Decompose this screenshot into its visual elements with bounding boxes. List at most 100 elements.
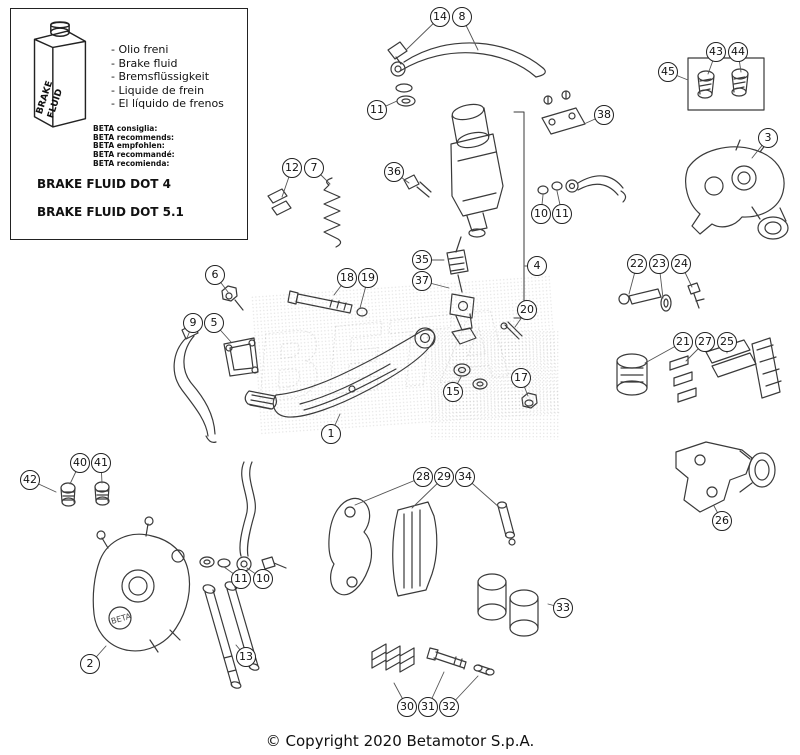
callout-37: 37 <box>412 271 432 291</box>
callout-27: 27 <box>695 332 715 352</box>
callout-4: 4 <box>527 256 547 276</box>
beta-watermark: BETA <box>249 290 520 425</box>
beta-recommendation: BETA recomienda: <box>93 158 170 168</box>
brake-fluid-info-box: BRAKE FLUID - Olio freni- Brake fluid- B… <box>10 8 248 240</box>
callout-2: 2 <box>80 654 100 674</box>
bracket-28 <box>328 497 373 596</box>
callout-25: 25 <box>717 332 737 352</box>
rear-caliper-3 <box>685 139 789 240</box>
bracket-5 <box>223 337 259 377</box>
callout-32: 32 <box>439 697 459 717</box>
front-caliper-2 <box>92 516 191 653</box>
caliper-bracket-26 <box>675 441 776 513</box>
callout-11: 11 <box>367 100 387 120</box>
callout-44: 44 <box>728 42 748 62</box>
dot51-label: BRAKE FLUID DOT 5.1 <box>37 205 184 219</box>
callout-42: 42 <box>20 470 40 490</box>
plate-38 <box>541 90 586 135</box>
clips-12 <box>267 188 292 216</box>
beta-recommendation-list: BETA consiglia:BETA recommends:BETA empf… <box>93 124 175 169</box>
callout-38: 38 <box>594 105 614 125</box>
callout-1: 1 <box>321 424 341 444</box>
brake-fluid-bottle: BRAKE FLUID <box>33 21 87 128</box>
nut-6 <box>221 285 244 311</box>
fluid-name-list: - Olio freni- Brake fluid- Bremsflüssigk… <box>111 43 224 111</box>
callout-45: 45 <box>658 62 678 82</box>
pushrod-clevis <box>446 236 477 345</box>
callout-43: 43 <box>706 42 726 62</box>
callout-9: 9 <box>183 313 203 333</box>
bolt-36 <box>403 174 432 198</box>
copyright: © Copyright 2020 Betamotor S.p.A. <box>265 732 535 750</box>
callout-21: 21 <box>673 332 693 352</box>
top-banjo-and-hose <box>387 41 546 107</box>
pad-29 <box>392 501 438 597</box>
callout-26: 26 <box>712 511 732 531</box>
callout-8: 8 <box>452 7 472 27</box>
rear-hose <box>537 175 627 203</box>
callout-15: 15 <box>443 382 463 402</box>
fluid-name: - Olio freni <box>111 43 169 56</box>
fluid-name: - Brake fluid <box>111 56 178 70</box>
nut-17 <box>521 392 538 409</box>
pad-spring-27 <box>669 355 697 403</box>
callout-18: 18 <box>337 268 357 288</box>
callout-31: 31 <box>418 697 438 717</box>
bolt-31 <box>426 647 467 670</box>
pad-spring-30 <box>371 643 415 673</box>
pistons-33 <box>477 573 539 637</box>
callout-6: 6 <box>205 265 225 285</box>
brake-pedal-1 <box>244 327 436 418</box>
callout-41: 41 <box>91 453 111 473</box>
pin-20 <box>500 321 523 340</box>
callout-19: 19 <box>358 268 378 288</box>
callout-29: 29 <box>434 467 454 487</box>
callout-33: 33 <box>553 598 573 618</box>
piston-21 <box>616 353 648 396</box>
long-bolts-13 <box>202 581 260 689</box>
callout-10: 10 <box>531 204 551 224</box>
front-hose-banjo <box>199 461 287 572</box>
callout-20: 20 <box>517 300 537 320</box>
callout-34: 34 <box>455 467 475 487</box>
fluid-name: - Bremsflüssigkeit <box>111 70 210 83</box>
beta-recommendation: BETA recommandé: <box>93 150 175 160</box>
svg-text:BETA: BETA <box>249 290 519 424</box>
callout-17: 17 <box>511 368 531 388</box>
callout-14: 14 <box>430 7 450 27</box>
callout-35: 35 <box>412 250 432 270</box>
dot4-label: BRAKE FLUID DOT 4 <box>37 177 171 191</box>
fluid-name: - Liquide de frein <box>111 83 205 97</box>
pin-34 <box>496 501 516 546</box>
washers-15 <box>453 363 488 390</box>
callout-13: 13 <box>236 647 256 667</box>
brake-pads-25 <box>705 337 782 399</box>
beta-recommendation: BETA consiglia: <box>93 124 158 133</box>
callout-10: 10 <box>253 569 273 589</box>
callout-28: 28 <box>413 467 433 487</box>
callout-24: 24 <box>671 254 691 274</box>
bracket-4-line <box>513 111 525 319</box>
callout-23: 23 <box>649 254 669 274</box>
beta-recommendation: BETA empfohlen: <box>93 141 165 151</box>
callout-7: 7 <box>304 158 324 178</box>
callout-40: 40 <box>70 453 90 473</box>
fluid-name: - El líquido de frenos <box>111 97 224 110</box>
callout-22: 22 <box>627 254 647 274</box>
master-cylinder <box>450 103 504 238</box>
bolt-18-19 <box>287 290 368 317</box>
callout-30: 30 <box>397 697 417 717</box>
hose-9 <box>173 323 217 443</box>
bolts-40-41 <box>60 481 110 507</box>
callout-36: 36 <box>384 162 404 182</box>
return-spring-7 <box>323 177 342 248</box>
bolt-22-washer-23-bleeder-24 <box>618 282 705 312</box>
bolt-kit-45 <box>687 57 765 111</box>
callout-11: 11 <box>231 569 251 589</box>
beta-recommendation: BETA recommends: <box>93 132 175 142</box>
callout-11: 11 <box>552 204 572 224</box>
sleeve-32 <box>473 664 495 676</box>
callout-12: 12 <box>282 158 302 178</box>
callout-5: 5 <box>204 313 224 333</box>
